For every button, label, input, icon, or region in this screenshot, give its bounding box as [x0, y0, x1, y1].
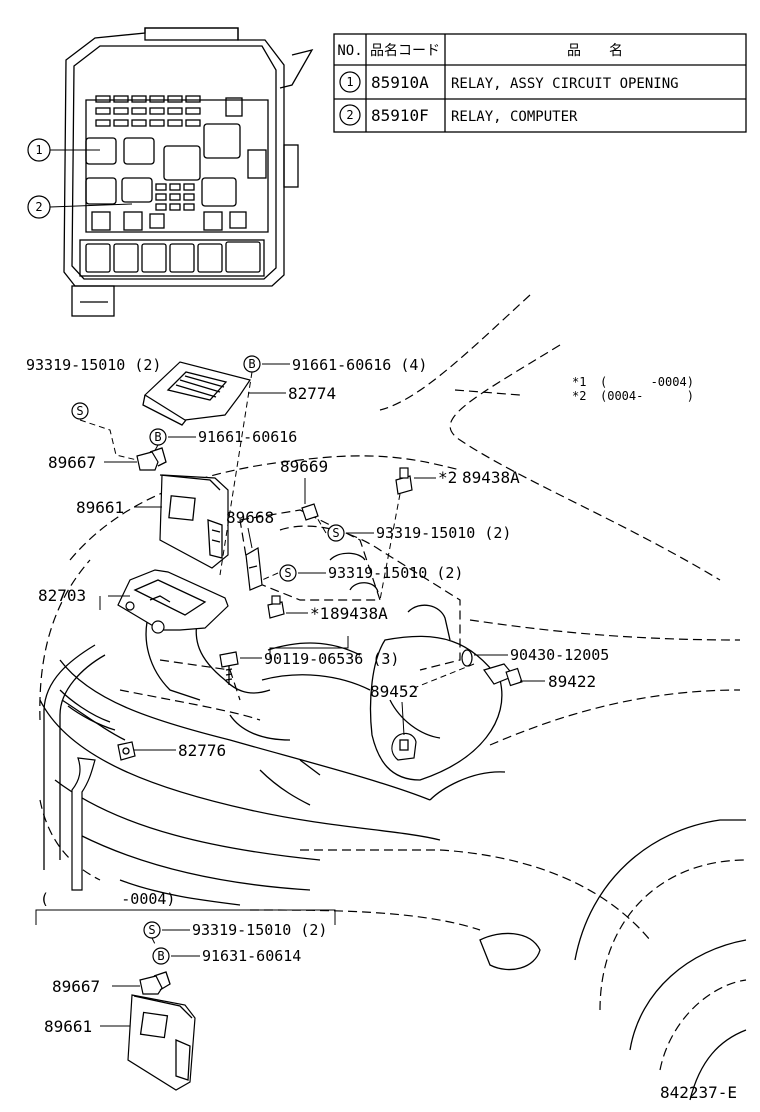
part-91631-60614: 91631-60614: [202, 947, 301, 965]
note-star1: *1 ( -0004): [572, 375, 694, 389]
svg-text:B: B: [248, 357, 255, 371]
svg-text:S: S: [76, 404, 83, 418]
gasket-90430: [461, 649, 473, 667]
part-89438A-star2: 89438A: [462, 468, 520, 487]
part-93319-15010-top: 93319-15010 (2): [26, 356, 161, 374]
part-82776: 82776: [178, 741, 226, 760]
svg-text:RELAY, ASSY CIRCUIT OPENING: RELAY, ASSY CIRCUIT OPENING: [451, 76, 679, 92]
part-93319-15010-mid1: 93319-15010 (2): [376, 524, 511, 542]
sensor-89422: [483, 663, 523, 687]
svg-text:2: 2: [35, 200, 42, 214]
part-89422: 89422: [548, 672, 596, 691]
svg-text:B: B: [154, 430, 161, 444]
bracket-82703: [117, 569, 229, 634]
fastener-B-mid: B: [149, 428, 167, 446]
part-89667-bottom: 89667: [52, 977, 100, 996]
sensor-89669: [301, 503, 319, 521]
fastener-S-bottom: S: [143, 921, 161, 939]
svg-text:S: S: [284, 566, 291, 580]
engine-computer-89661-inset: [127, 994, 196, 1091]
leader-lines: [35, 363, 545, 1027]
sensor-89438A-1: [267, 595, 285, 619]
svg-text:S: S: [332, 526, 339, 540]
relay-sockets: [85, 123, 267, 231]
part-89667: 89667: [48, 453, 96, 472]
view-direction-arrow: [71, 757, 96, 891]
svg-text:85910A: 85910A: [371, 73, 429, 92]
svg-text:RELAY, COMPUTER: RELAY, COMPUTER: [451, 109, 578, 125]
svg-text:*2: *2: [572, 389, 586, 403]
svg-text:( -0004): ( -0004): [600, 375, 694, 389]
part-89661: 89661: [76, 498, 124, 517]
relay-box-illustration: 1 2: [27, 27, 314, 317]
svg-text:85910F: 85910F: [371, 106, 429, 125]
clip-89667-inset: [139, 971, 171, 995]
svg-text:1: 1: [35, 143, 42, 157]
diagram-id: 842237-E: [660, 1083, 737, 1102]
part-93319-15010-bottom: 93319-15010 (2): [192, 921, 327, 939]
svg-text:1: 1: [346, 75, 353, 89]
part-89668: 89668: [226, 508, 274, 527]
fastener-S-mid1: S: [327, 524, 345, 542]
svg-text:2: 2: [346, 108, 353, 122]
part-89452: 89452: [370, 682, 418, 701]
fuse-slots: [95, 95, 243, 127]
bracket-89668: [245, 547, 263, 591]
svg-text:*1: *1: [572, 375, 586, 389]
sensor-89438A-2: [395, 467, 413, 495]
fitting-82776: [117, 741, 136, 761]
fastener-B-top: B: [243, 355, 261, 373]
part-90119-06536: 90119-06536 (3): [264, 650, 399, 668]
svg-text:(0004- ): (0004- ): [600, 389, 694, 403]
note-star2: *2 (0004- ): [572, 389, 694, 403]
part-82703: 82703: [38, 586, 86, 605]
table-header-name: 品 名: [567, 43, 623, 59]
table-header-code: 品名コード: [370, 43, 440, 59]
part-89669: 89669: [280, 457, 328, 476]
engine-computer-89661: [159, 474, 229, 569]
svg-text:B: B: [157, 949, 164, 963]
star-1-mark: *1: [310, 604, 329, 623]
vehicle-body-outline: [39, 294, 747, 1101]
part-89661-bottom: 89661: [44, 1017, 92, 1036]
relay-marker-2: 2: [27, 195, 51, 219]
clip-89667: [136, 447, 167, 471]
fastener-S-top: S: [71, 402, 89, 420]
connector-row: [79, 239, 265, 277]
table-row: 1 85910A RELAY, ASSY CIRCUIT OPENING: [339, 71, 679, 93]
relay-marker-1: 1: [27, 138, 51, 162]
fastener-S-mid2: S: [279, 564, 297, 582]
part-89438A-star1: 89438A: [330, 604, 388, 623]
air-duct-hose: [43, 644, 126, 870]
part-93319-15010-mid2: 93319-15010 (2): [328, 564, 463, 582]
svg-text:S: S: [148, 923, 155, 937]
bolt-90119: [219, 651, 239, 685]
star-2-mark: *2: [438, 468, 457, 487]
fastener-B-bottom: B: [152, 947, 170, 965]
bottom-inset-range: ( -0004): [40, 890, 175, 908]
part-90430-12005: 90430-12005: [510, 646, 609, 664]
table-header-no: NO.: [337, 43, 362, 59]
part-82774: 82774: [288, 384, 336, 403]
parts-table: NO. 品名コード 品 名 1 85910A RELAY, ASSY CIRCU…: [333, 33, 747, 133]
part-91661-60616: 91661-60616: [198, 428, 297, 446]
part-91661-60616-4: 91661-60616 (4): [292, 356, 427, 374]
sensor-89452: [391, 732, 417, 761]
table-row: 2 85910F RELAY, COMPUTER: [339, 104, 578, 126]
bracket-82774: [142, 361, 251, 426]
